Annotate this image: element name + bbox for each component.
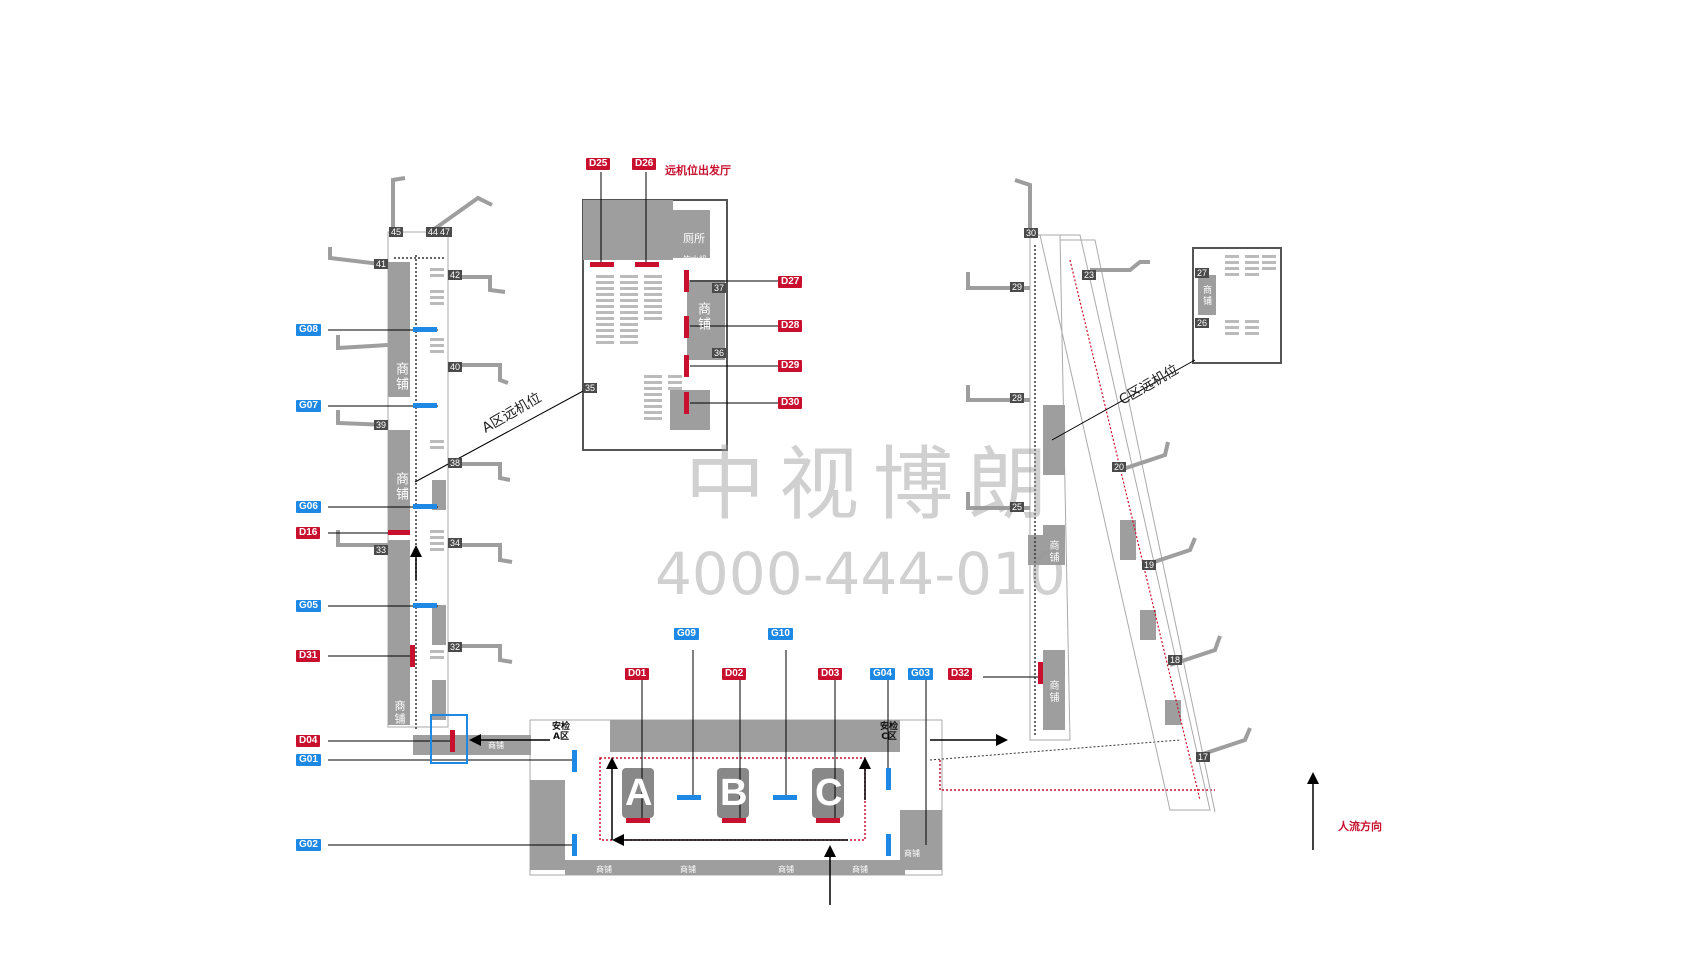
gate-28: 28 xyxy=(1010,393,1025,403)
gate-20: 20 xyxy=(1112,462,1127,472)
watermark-company: 中视博朗 xyxy=(685,438,1061,531)
shop-label-left-3: 商铺 xyxy=(393,700,406,726)
hall-title: 远机位出发厅 xyxy=(665,164,731,177)
shop-label-right-1: 商铺 xyxy=(1047,680,1058,704)
gate-25: 25 xyxy=(1010,502,1025,512)
ad-spot-d04[interactable]: D04 xyxy=(296,735,321,747)
gate-40: 40 xyxy=(448,362,463,372)
gate-18: 18 xyxy=(1168,655,1183,665)
ad-spot-g04[interactable]: G04 xyxy=(870,668,895,680)
shop-label-hall-right: 商铺 xyxy=(904,849,920,858)
ad-spot-g07[interactable]: G07 xyxy=(296,400,321,412)
gate-34: 34 xyxy=(448,538,463,548)
remote-departure-hall xyxy=(582,199,728,451)
shop-label-hall-bottom-3: 商铺 xyxy=(778,865,794,874)
ad-spot-d25[interactable]: D25 xyxy=(586,158,611,170)
right-concourse xyxy=(966,178,1282,813)
shop-label-left-strip: 商铺 xyxy=(488,741,504,750)
gate-41: 41 xyxy=(374,259,389,269)
gate-26: 26 xyxy=(1195,318,1210,328)
gate-33: 33 xyxy=(374,545,389,555)
left-concourse xyxy=(328,176,513,730)
gate-23: 23 xyxy=(1082,270,1097,280)
ad-spot-g08[interactable]: G08 xyxy=(296,324,321,336)
checkpoint-a-label: 安检 A区 xyxy=(552,722,571,742)
ad-spot-d30[interactable]: D30 xyxy=(778,397,803,409)
ad-spot-d29[interactable]: D29 xyxy=(778,360,803,372)
shop-label-left-1: 商铺 xyxy=(393,362,408,392)
gate-30: 30 xyxy=(1024,228,1039,238)
d04-highlight xyxy=(430,714,468,764)
gate-45: 45 xyxy=(389,227,404,237)
shop-label-hall-bottom-1: 商铺 xyxy=(596,865,612,874)
shop-label-c-hall: 商铺 xyxy=(1201,285,1211,307)
ad-spot-d26[interactable]: D26 xyxy=(632,158,657,170)
checkpoint-c-label: 安检 C区 xyxy=(880,722,899,742)
gate-32: 32 xyxy=(448,642,463,652)
gate-29: 29 xyxy=(1010,282,1025,292)
gate-39: 39 xyxy=(374,420,389,430)
water-label: 饮水机 xyxy=(683,255,707,264)
watermark-phone: 4000-444-010 xyxy=(655,540,1066,608)
shop-label-hall-bottom-4: 商铺 xyxy=(852,865,868,874)
shop-label-right-2: 商铺 xyxy=(1047,540,1058,564)
gate-36: 36 xyxy=(712,348,727,358)
ad-spot-g10[interactable]: G10 xyxy=(768,628,793,640)
ad-spot-d01[interactable]: D01 xyxy=(625,668,650,680)
security-lane-c: C xyxy=(815,772,843,814)
ad-spot-g06[interactable]: G06 xyxy=(296,501,321,513)
gate-38: 38 xyxy=(448,458,463,468)
gate-44: 44 xyxy=(426,227,441,237)
security-lane-a: A xyxy=(625,772,653,814)
ad-spot-d28[interactable]: D28 xyxy=(778,320,803,332)
red-ad-bars xyxy=(388,262,1043,823)
gate-19: 19 xyxy=(1142,560,1157,570)
shop-label-left-2: 商铺 xyxy=(393,472,408,502)
shop-label-hall-bottom-2: 商铺 xyxy=(680,865,696,874)
ad-spot-d27[interactable]: D27 xyxy=(778,276,803,288)
gate-35: 35 xyxy=(583,383,598,393)
security-lane-b: B xyxy=(720,772,748,814)
ad-spot-d02[interactable]: D02 xyxy=(722,668,747,680)
gate-42: 42 xyxy=(448,270,463,280)
ad-spot-g09[interactable]: G09 xyxy=(674,628,699,640)
security-hall xyxy=(410,545,1215,905)
toilet-label: 厕所 xyxy=(683,232,705,245)
gate-17: 17 xyxy=(1196,752,1211,762)
ad-spot-g05[interactable]: G05 xyxy=(296,600,321,612)
shop-label-hall: 商铺 xyxy=(695,302,710,332)
ad-spot-d31[interactable]: D31 xyxy=(296,650,321,662)
gate-47: 47 xyxy=(438,227,453,237)
ad-spot-g03[interactable]: G03 xyxy=(908,668,933,680)
ad-spot-g02[interactable]: G02 xyxy=(296,839,321,851)
ad-spot-d16[interactable]: D16 xyxy=(296,527,321,539)
flow-direction-label: 人流方向 xyxy=(1338,820,1382,833)
ad-spot-d32[interactable]: D32 xyxy=(948,668,973,680)
gate-37: 37 xyxy=(712,283,727,293)
blue-ad-bars xyxy=(413,327,891,856)
ad-spot-d03[interactable]: D03 xyxy=(818,668,843,680)
ad-spot-g01[interactable]: G01 xyxy=(296,754,321,766)
gate-27: 27 xyxy=(1195,268,1210,278)
